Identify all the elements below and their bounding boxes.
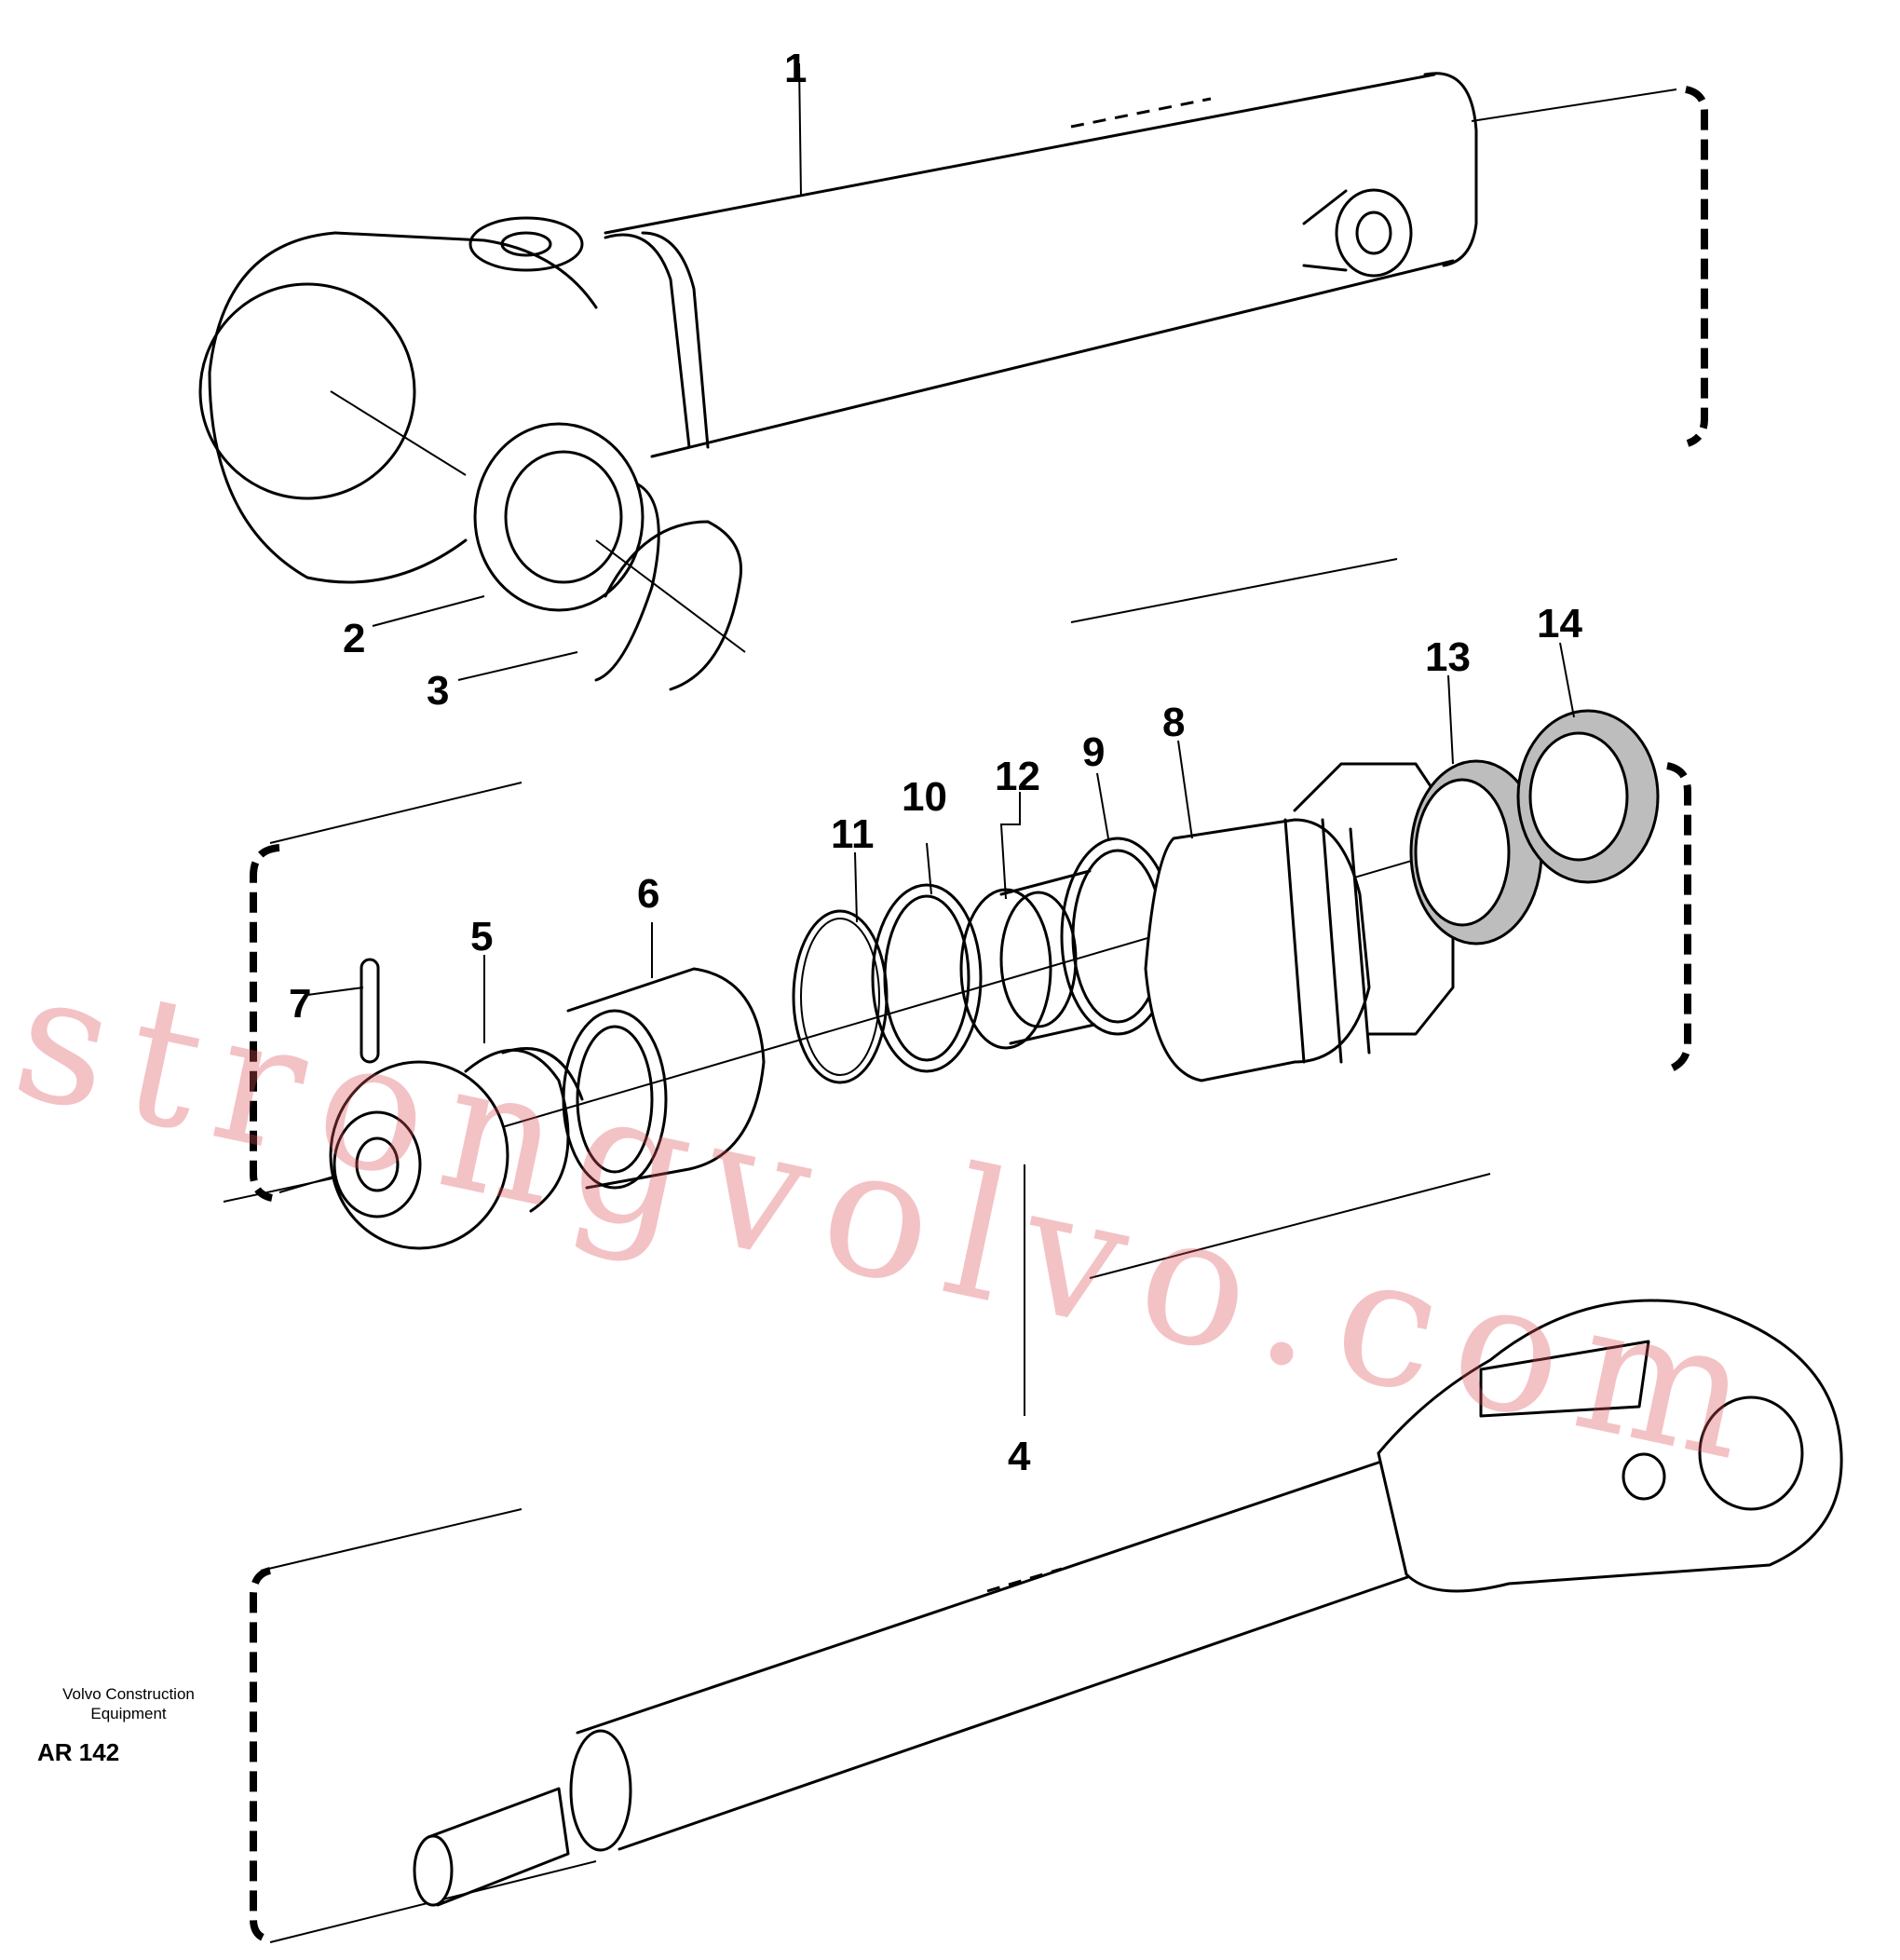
- callout-7: 7: [289, 981, 311, 1027]
- publisher-credit: Volvo Construction Equipment: [35, 1684, 222, 1723]
- piston-assembly: [223, 558, 1691, 1279]
- part-4-piston-rod: [250, 1299, 1843, 1943]
- callout-3: 3: [427, 668, 449, 714]
- callout-11: 11: [831, 811, 875, 857]
- callout-13: 13: [1425, 634, 1471, 680]
- leader-lines: [306, 62, 1575, 1416]
- part-1-cylinder-tube: [198, 72, 1708, 691]
- callout-8: 8: [1162, 700, 1185, 745]
- credit-line-2: Equipment: [90, 1705, 167, 1722]
- callout-9: 9: [1082, 729, 1105, 775]
- callout-labels: 1 2 3 4 5 6 7 8 9 10 11 12 13 14: [289, 46, 1582, 1479]
- callout-4: 4: [1008, 1434, 1031, 1479]
- callout-2: 2: [343, 616, 365, 661]
- callout-10: 10: [902, 774, 947, 820]
- callout-1: 1: [784, 46, 807, 91]
- credit-line-1: Volvo Construction: [62, 1685, 195, 1703]
- callout-6: 6: [637, 871, 659, 917]
- drawing-code: AR 142: [37, 1738, 120, 1766]
- callout-14: 14: [1537, 601, 1582, 647]
- callout-5: 5: [470, 914, 493, 960]
- callout-12: 12: [995, 754, 1040, 799]
